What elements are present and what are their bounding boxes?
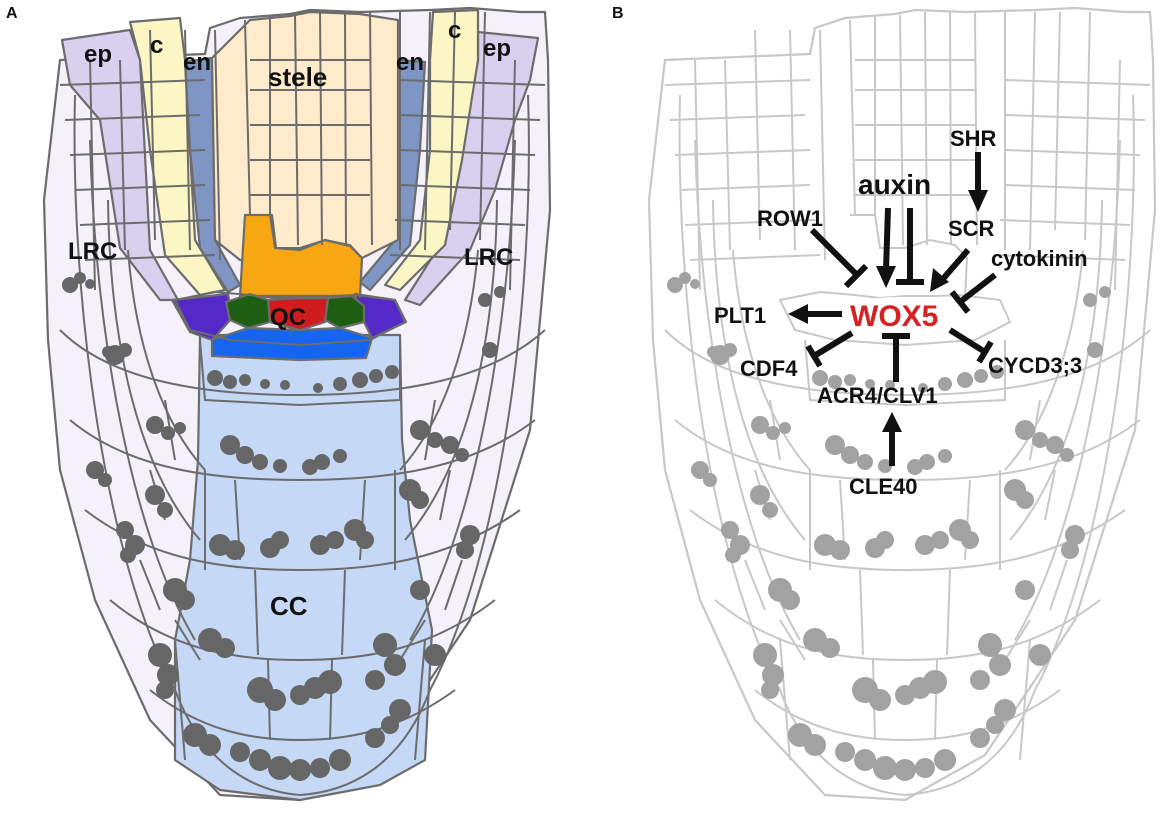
label-cycd: CYCD3;3 [988,353,1082,378]
label-stele: stele [268,62,327,92]
label-en-left: en [183,49,211,76]
label-lrc-right: LRC [464,244,513,271]
label-ep-left: ep [84,41,112,68]
label-c-left: c [150,32,163,59]
regulatory-arrows [788,152,997,466]
stele [210,10,400,262]
lrc-initials-left [170,292,234,342]
label-wox5: WOX5 [850,300,938,333]
panel-b: B [612,5,1157,802]
label-cc: CC [270,591,308,621]
label-auxin: auxin [858,169,931,200]
label-ep-right: ep [483,35,511,62]
label-row1: ROW1 [757,206,823,231]
label-cle40: CLE40 [849,474,917,499]
panel-b-letter: B [612,5,624,22]
label-cytokinin: cytokinin [991,246,1088,271]
wox5-halo [839,297,955,331]
label-cdf4: CDF4 [740,356,798,381]
quiescent-center [266,296,330,332]
label-en-right: en [396,49,424,76]
label-c-right: c [448,17,461,44]
label-qc: QC [270,304,306,331]
label-plt1: PLT1 [714,303,766,328]
label-acr4-clv1: ACR4/CLV1 [817,383,938,408]
label-lrc-left: LRC [68,238,117,265]
panel-a-letter: A [6,5,18,22]
panel-a: A [6,5,552,802]
label-shr: SHR [950,126,997,151]
cortex-initials-right [323,294,366,330]
label-scr: SCR [948,216,995,241]
c-file-right [383,8,480,292]
